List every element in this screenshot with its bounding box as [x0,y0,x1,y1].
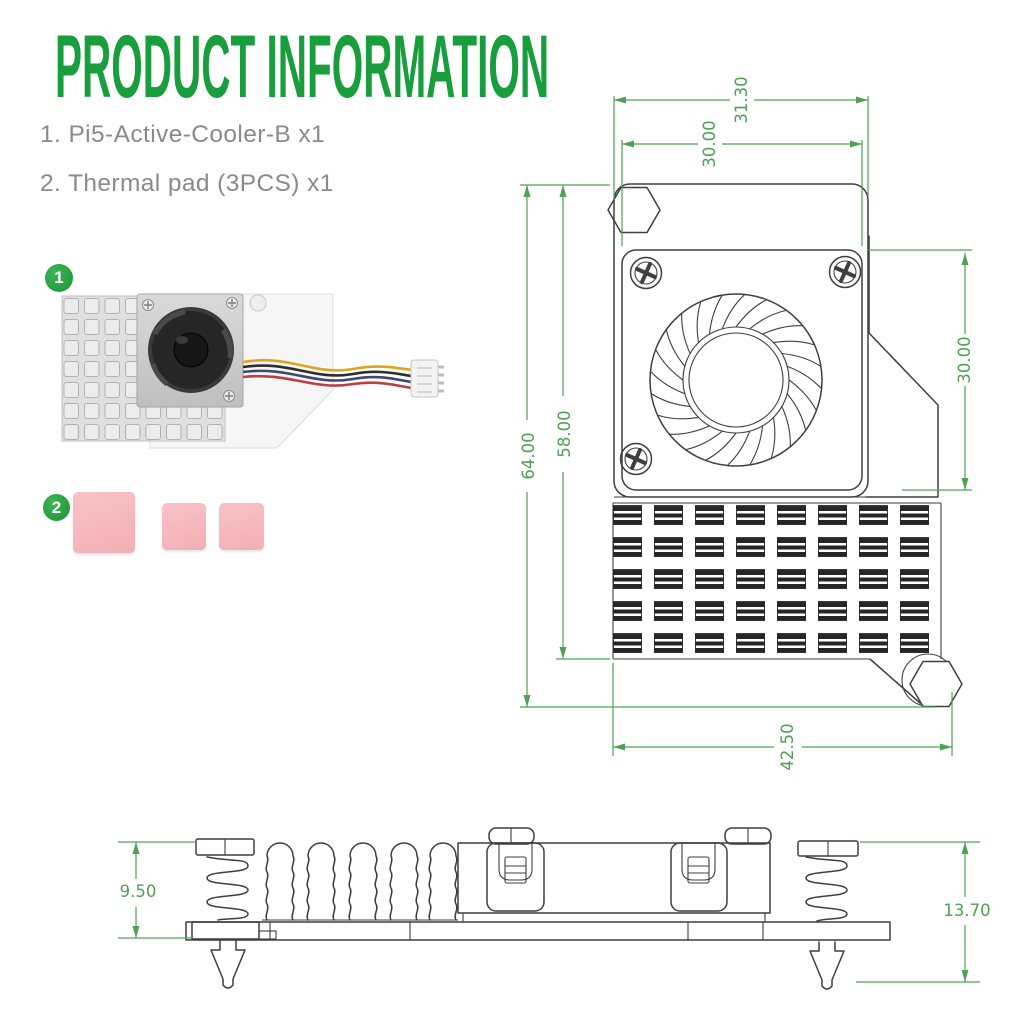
screw-bottom-left [619,442,653,476]
dimension-bottom-width-heatsink: 42.50 [612,663,953,771]
product-photo [61,293,444,449]
cooler-photo-fan-module [136,293,244,408]
clip-post-left [486,842,545,912]
dimension-top-width-fan-plate: 30.00 [621,120,863,246]
dimension-side-height-overall: 13.70 [856,841,991,983]
item-number-badge-1: 1 [45,264,73,292]
item-number-badge-2: 2 [43,494,70,521]
baseplate-side-view [185,921,891,941]
cooler-photo-fan-cable [242,358,413,390]
pin-barb [210,939,246,989]
svg-text:58.00: 58.00 [555,410,574,457]
svg-text:64.00: 64.00 [519,432,538,479]
pin-barb [809,941,845,990]
mounting-peg [249,294,267,312]
thermal-pad-small-2 [219,503,264,550]
spring [805,856,848,922]
standoff-hex-bottom-right [909,660,963,708]
thermal-pad-small-1 [162,503,206,550]
parts-list-item-1: 1. Pi5-Active-Cooler-B x1 [40,121,326,148]
spring [206,856,249,921]
dimension-top-width-overall: 31.30 [613,76,869,200]
screw-top-right [828,255,862,289]
clip-post-right [670,842,728,912]
svg-text:9.50: 9.50 [120,882,157,901]
fan-housing-side-view [457,827,772,922]
svg-text:13.70: 13.70 [943,901,990,920]
screw [226,297,238,309]
heatsink-fins-top-view [612,496,942,660]
standoff-hex-top-left [607,186,661,234]
fan-impeller-blades [650,294,822,466]
screw [142,299,154,311]
thermal-pad-large [73,492,135,553]
svg-text:42.50: 42.50 [778,723,797,770]
fan-impeller [649,293,823,467]
side-view-cooler [185,827,891,990]
page-title: PRODUCT INFORMATION [55,16,550,116]
dimension-right-height-fan-plate: 30.00 [868,249,974,491]
dimension-left-height-overall: 64.00 [519,184,935,708]
parts-list-item-2: 2. Thermal pad (3PCS) x1 [40,170,334,197]
svg-text:31.30: 31.30 [732,76,751,123]
screw-top-left [629,256,663,290]
push-pin-right [797,840,859,990]
svg-text:30.00: 30.00 [955,336,974,383]
push-pin-left [191,838,277,989]
heatsink-fins-side-view [262,842,458,921]
plate-right-wing [865,235,939,498]
dimension-side-height-heatsink: 9.50 [118,841,196,939]
dimension-left-height-body: 58.00 [555,185,610,660]
cooler-photo-connector [410,359,444,398]
plate-chamfer-edge [869,658,921,704]
fan-housing-square [621,249,863,491]
top-view-cooler-outline [607,183,963,708]
screw [223,390,235,402]
parts-list: 1. Pi5-Active-Cooler-B x1 2. Thermal pad… [40,121,334,219]
svg-text:30.00: 30.00 [700,120,719,167]
